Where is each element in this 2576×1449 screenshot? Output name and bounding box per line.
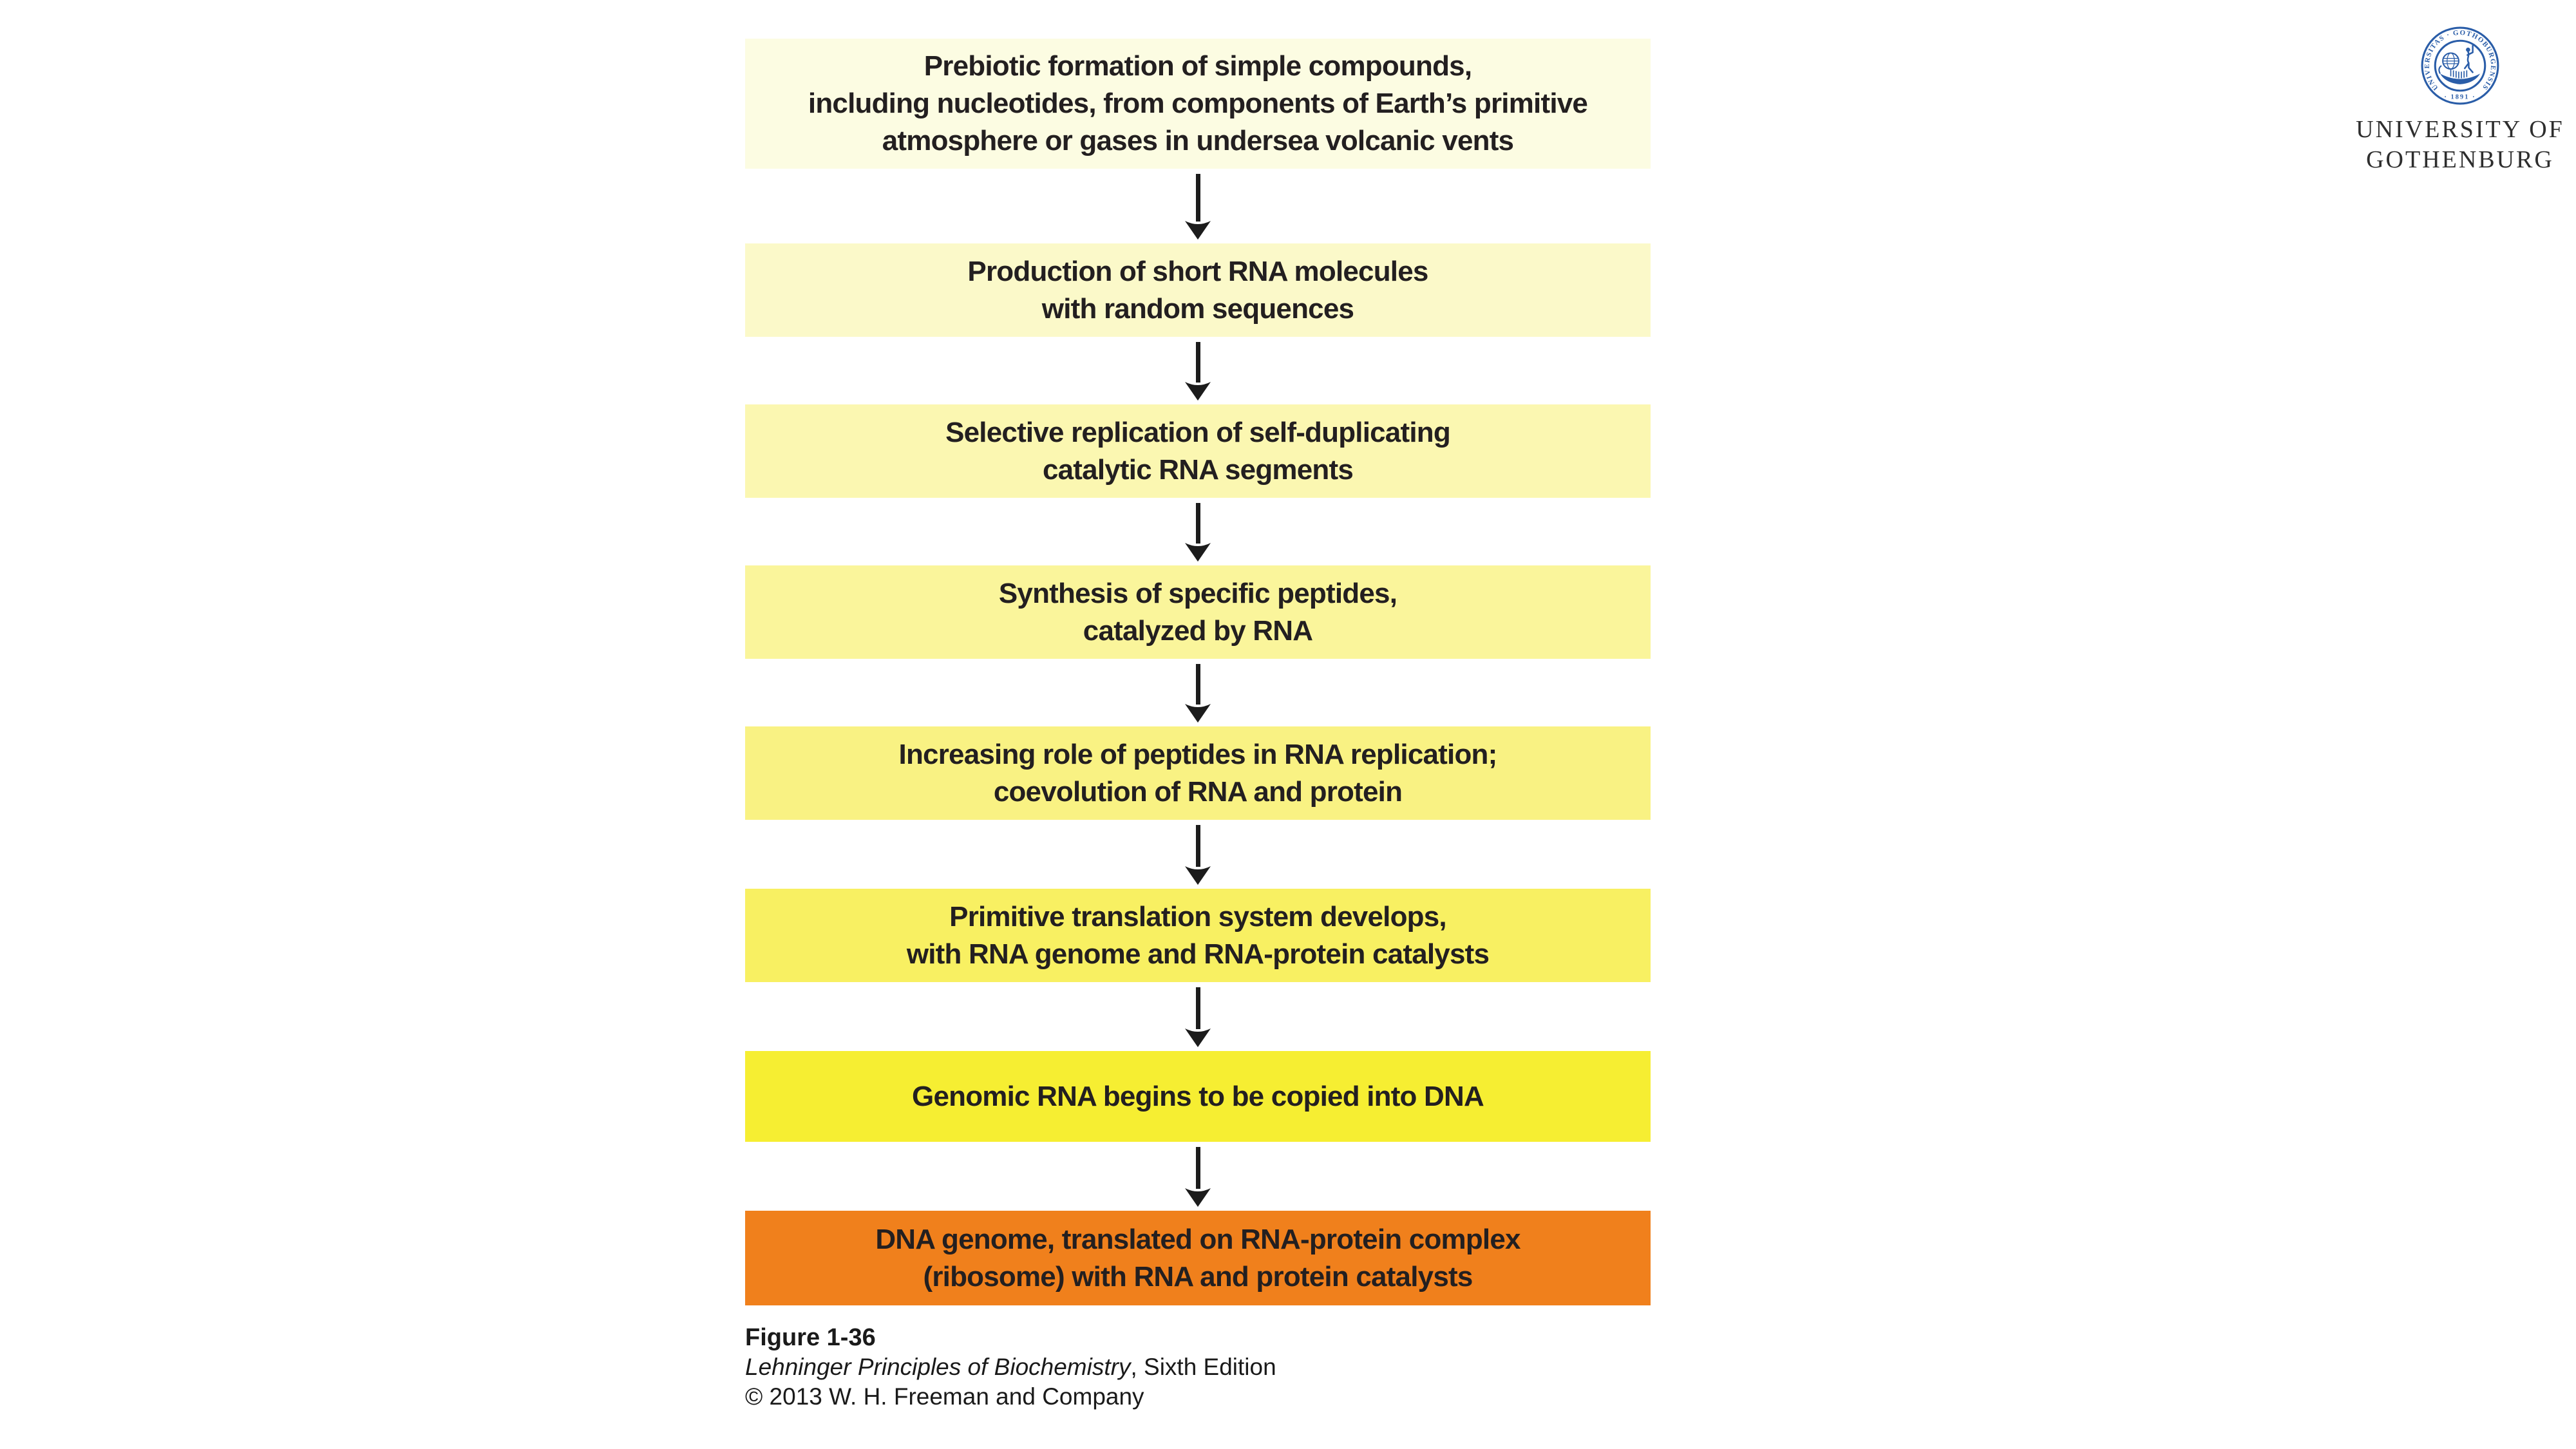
seal-ship	[2438, 65, 2480, 84]
arrow-head-icon	[1185, 543, 1211, 562]
flow-box-5: Increasing role of peptides in RNA repli…	[745, 726, 1651, 820]
arrow-head-icon	[1185, 221, 1211, 240]
seal-outer-ring	[2421, 26, 2499, 105]
flow-box-1: Prebiotic formation of simple compounds,…	[745, 39, 1651, 169]
seal-year-text: · 1891 ·	[2444, 94, 2476, 101]
flow-box-6-text: Primitive translation system develops, w…	[906, 900, 1490, 970]
flow-arrow-5	[1184, 825, 1212, 885]
copyright-line: © 2013 W. H. Freeman and Company	[745, 1383, 1144, 1410]
arrow-line	[1195, 503, 1200, 544]
flow-box-3: Selective replication of self-duplicatin…	[745, 404, 1651, 498]
flow-arrow-1	[1184, 174, 1212, 240]
university-seal-icon: UNIVERSITAS · GOTHOBURGENSIS · 1891 ·	[2421, 26, 2499, 105]
university-name: UNIVERSITY OF GOTHENBURG	[2344, 115, 2576, 175]
arrow-line	[1195, 664, 1200, 705]
flow-box-6: Primitive translation system develops, w…	[745, 889, 1651, 982]
flow-box-4: Synthesis of specific peptides, catalyze…	[745, 565, 1651, 659]
flow-box-8: DNA genome, translated on RNA-protein co…	[745, 1211, 1651, 1305]
flow-arrow-4	[1184, 664, 1212, 723]
arrow-line	[1195, 1147, 1200, 1189]
flow-box-3-text: Selective replication of self-duplicatin…	[945, 416, 1451, 486]
book-reference: Lehninger Principles of Biochemistry, Si…	[745, 1352, 1276, 1382]
arrow-line	[1195, 342, 1200, 383]
flow-box-1-text: Prebiotic formation of simple compounds,…	[808, 50, 1588, 156]
flow-box-7-text: Genomic RNA begins to be copied into DNA	[912, 1080, 1484, 1112]
flow-box-8-text: DNA genome, translated on RNA-protein co…	[875, 1223, 1520, 1293]
arrow-head-icon	[1185, 382, 1211, 401]
university-name-line2: GOTHENBURG	[2366, 146, 2554, 173]
seal-globe	[2442, 52, 2459, 70]
flow-box-5-text: Increasing role of peptides in RNA repli…	[898, 738, 1498, 808]
book-edition: , Sixth Edition	[1130, 1354, 1276, 1380]
arrow-line	[1195, 174, 1200, 222]
flow-box-4-text: Synthesis of specific peptides, catalyze…	[998, 577, 1397, 647]
seal-figure	[2463, 44, 2474, 73]
arrow-head-icon	[1185, 704, 1211, 723]
arrow-line	[1195, 825, 1200, 867]
arrow-line	[1195, 987, 1200, 1029]
university-name-line1: UNIVERSITY OF	[2356, 116, 2564, 143]
arrow-head-icon	[1185, 1188, 1211, 1207]
arrow-head-icon	[1185, 1028, 1211, 1047]
university-logo: UNIVERSITAS · GOTHOBURGENSIS · 1891 · UN…	[2344, 26, 2576, 175]
flow-arrow-7	[1184, 1147, 1212, 1207]
book-title: Lehninger Principles of Biochemistry	[745, 1354, 1131, 1380]
arrow-head-icon	[1185, 866, 1211, 885]
figure-caption: Figure 1-36 Lehninger Principles of Bioc…	[745, 1323, 1276, 1412]
seal-inner-ring	[2434, 39, 2486, 92]
flow-box-7: Genomic RNA begins to be copied into DNA	[745, 1051, 1651, 1142]
figure-label: Figure 1-36	[745, 1324, 876, 1351]
flow-arrow-3	[1184, 503, 1212, 562]
flow-box-2: Production of short RNA molecules with r…	[745, 243, 1651, 337]
flow-arrow-2	[1184, 342, 1212, 401]
flow-arrow-6	[1184, 987, 1212, 1047]
flow-box-2-text: Production of short RNA molecules with r…	[967, 255, 1428, 325]
